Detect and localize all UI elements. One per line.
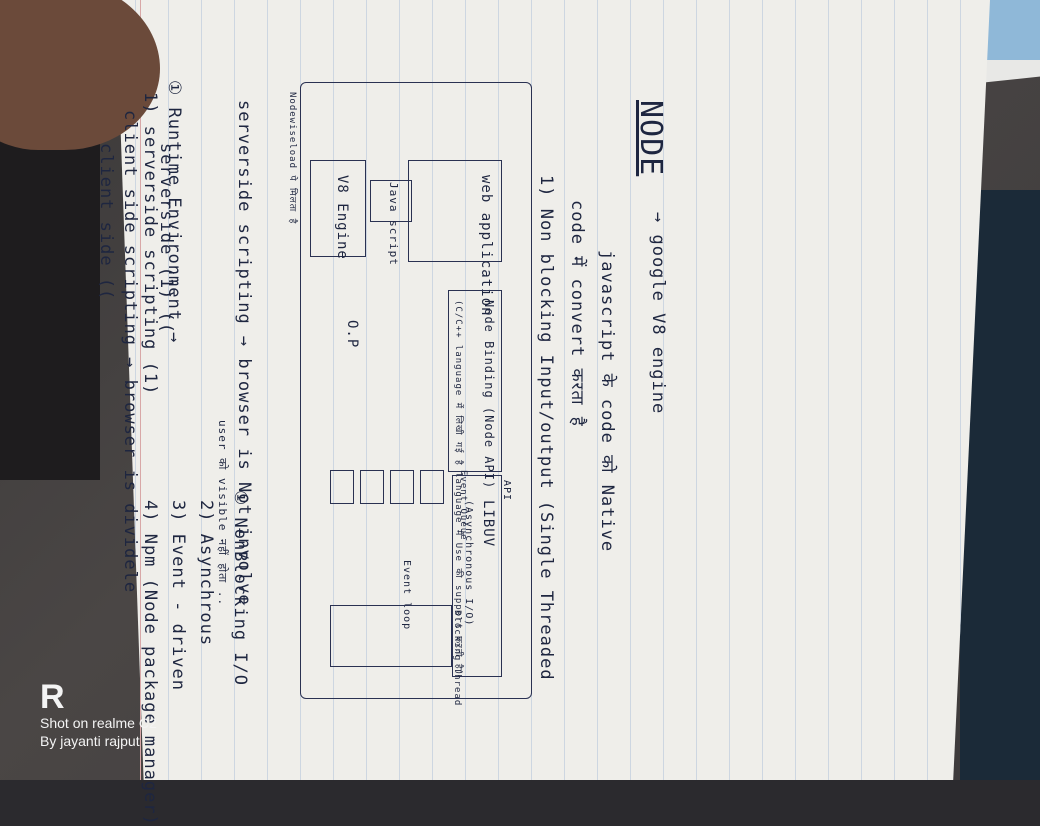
margin-line [140,0,141,780]
watermark-line-1: Shot on realme C2 [40,715,157,731]
web-app-box [408,160,502,262]
note-line-7: client side (( [96,143,116,301]
realme-logo: R [40,678,65,716]
os-label: O.P [344,320,360,349]
queue-cell-4 [420,470,444,504]
list-item-2: 2) Asynchrous [196,500,216,647]
event-queue-label: Event Queue [458,470,468,541]
camera-watermark: R Shot on realme C2 By jayanti rajput [40,680,157,750]
node-desc-3: code में convert करता है [567,200,587,427]
list-item-1: ① NonBlocking I/O [230,490,250,686]
queue-cell-1 [330,470,354,504]
node-desc-2: javascript के code को Native [597,250,617,553]
note-line-6: serverside (1) (( [156,143,176,334]
node-binding-box [448,290,502,472]
queue-cell-3 [390,470,414,504]
note-line-3: client side scripting → browser is divid… [120,110,140,594]
blocking-label: Blocking Thread [452,610,462,707]
handwriting-layer: ① Runtime Environment → 1) serverside sc… [96,80,668,826]
libuv-box [452,475,502,677]
ruled-lines [116,0,990,780]
v8-box [310,160,366,257]
hand [0,0,160,150]
list-item-3: 3) Event - driven [168,500,188,691]
note-line-5: user को visible नहीं होता .. [216,420,229,607]
list-item-4: 4) Npm (Node package manager) [140,500,160,826]
node-binding-label: Node Binding (Node API) [482,300,496,490]
left-note: Nodewiseload पे मिलता है [287,92,297,225]
js-box [370,180,412,222]
js-label: Java script [387,182,400,266]
node-title: NODE [633,100,668,177]
api-label: API [501,480,512,502]
watermark-line-2: By jayanti rajput [40,733,140,749]
diagram-frame [300,82,532,699]
point-1: 1) Non blocking Input/output (Single Thr… [536,175,556,681]
queue-cell-2 [360,470,384,504]
node-desc-1: → google V8 engine [648,212,668,415]
libuv-label: LIBUV [480,500,496,548]
thread-pool-box [330,605,452,667]
v8-label: V8 Engine [334,175,350,260]
